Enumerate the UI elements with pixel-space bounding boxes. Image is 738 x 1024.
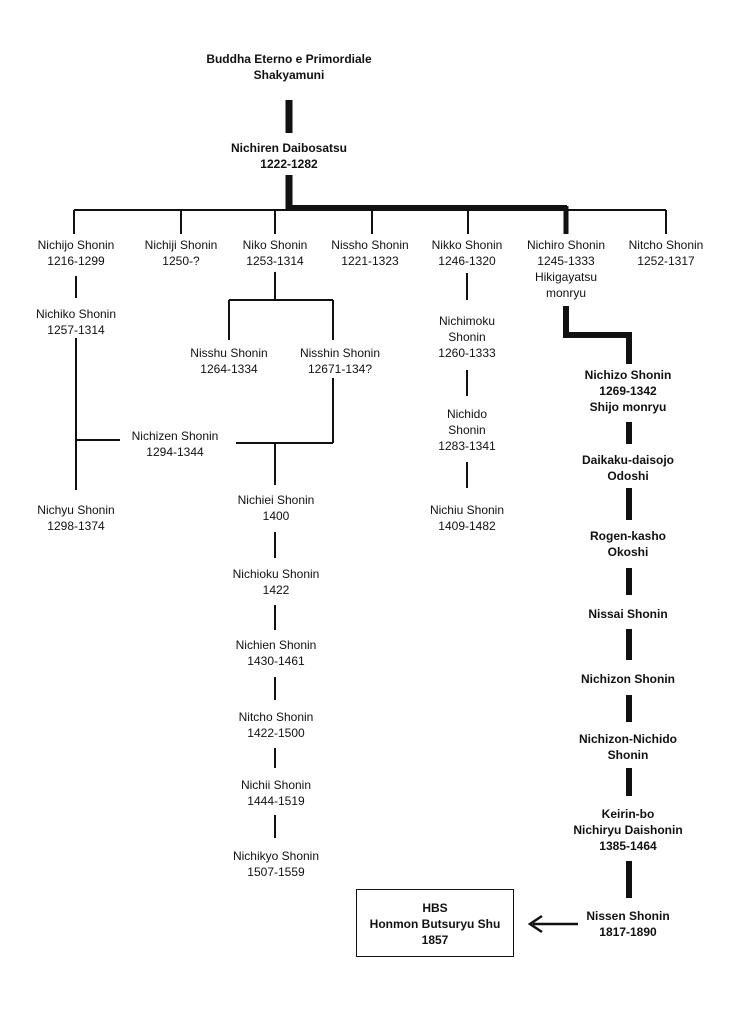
hbs-year: 1857 (421, 933, 449, 947)
hbs-fullname: Honmon Butsuryu Shu (369, 917, 501, 931)
arrowhead-icon (527, 914, 543, 934)
node-nissai: Nissai Shonin (588, 607, 668, 621)
hbs-label: HBS (422, 901, 448, 915)
hbs-box: HBS Honmon Butsuryu Shu 1857 (356, 889, 514, 957)
node-nichizon: Nichizon Shonin (581, 672, 675, 686)
